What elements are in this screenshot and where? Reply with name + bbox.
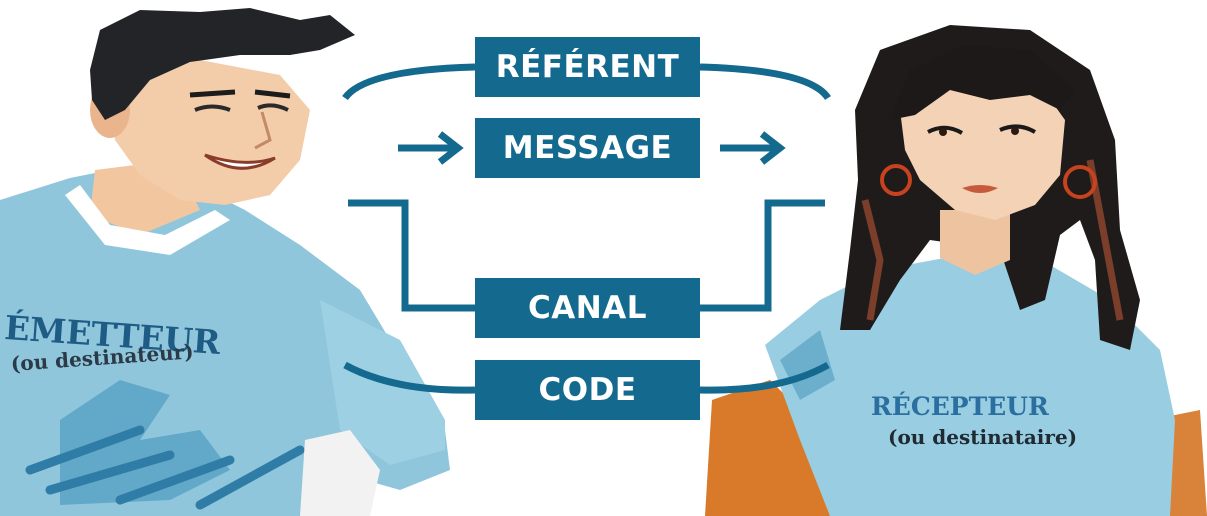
canal-connector [348,199,825,312]
sender-face [110,60,310,205]
receiver-earring-left [880,164,912,196]
message-arrow-left [398,131,464,165]
sender-undersleeve [300,430,380,516]
message-label: MESSAGE [502,130,673,166]
sender-smile [204,153,276,170]
sender-shirt-stripes [25,425,305,510]
code-label: CODE [538,372,637,408]
sender-illustration [0,8,450,516]
code-connector [343,361,830,394]
receiver-pupils [939,128,947,136]
receiver-earring-right [1063,165,1097,199]
message-box: MESSAGE [475,118,700,178]
referent-connector [342,63,831,101]
sender-hair [90,8,355,120]
sender-collar [65,185,230,255]
receiver-pupil-right [1011,127,1019,135]
receiver-lips [962,185,998,193]
sender-eyes [194,103,289,112]
receiver-face [900,70,1065,220]
canal-label: CANAL [528,290,647,326]
receiver-bangs [890,45,1075,120]
sender-eyebrows [189,89,291,99]
message-arrow-right [720,131,786,165]
referent-box: RÉFÉRENT [475,37,700,97]
receiver-illustration [705,25,1207,516]
canal-box: CANAL [475,278,700,338]
receiver-eyes [927,124,1037,135]
receiver-sublabel: (ou destinataire) [888,425,1078,449]
receiver-label: RÉCEPTEUR [871,392,1049,421]
receiver-neck [940,210,1010,275]
referent-label: RÉFÉRENT [495,49,680,85]
connectors [342,63,831,394]
code-box: CODE [475,360,700,420]
sender-nose [254,111,272,150]
